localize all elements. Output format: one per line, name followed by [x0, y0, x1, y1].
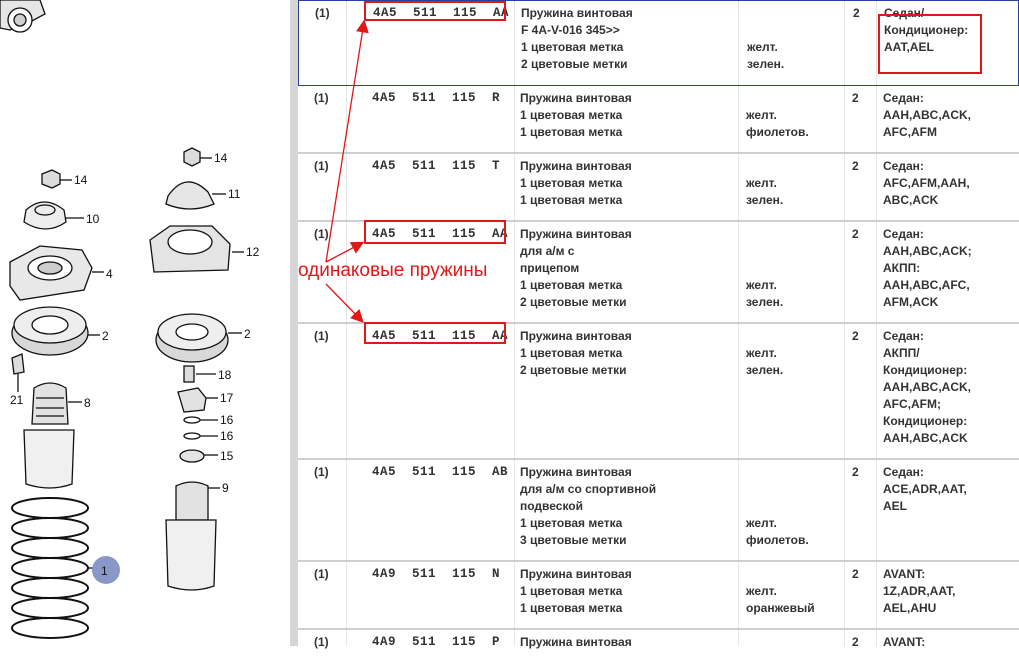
highlight-box-part-1 — [364, 1, 506, 21]
pos-cell: (1) — [315, 6, 330, 20]
annotation-label: одинаковые пружины — [298, 260, 488, 281]
qty-cell: 2 — [852, 567, 859, 581]
callout-4: 4 — [106, 267, 113, 281]
table-row[interactable]: (1) 4A9 511 115 P Пружина винтовая 2 AVA… — [298, 630, 1019, 660]
color-cell: желт. оранжевый — [746, 584, 815, 615]
part-number-cell: 4A5 511 115 R — [372, 91, 501, 105]
color-cell: желт. зелен. — [746, 278, 784, 309]
callout-8: 8 — [84, 396, 91, 410]
callout-11: 11 — [228, 187, 241, 201]
table-row[interactable]: (1) 4A5 511 115 AB Пружина винтовая для … — [298, 460, 1019, 562]
part-number-cell: 4A9 511 115 N — [372, 567, 501, 581]
callout-9: 9 — [222, 481, 229, 495]
part-number-cell: 4A5 511 115 AA — [372, 227, 509, 241]
part-number-cell: 4A5 511 115 T — [372, 159, 501, 173]
color-cell: желт. зелен. — [746, 346, 784, 377]
applicability-cell: Седан/ Кондиционер: AAT,AEL — [884, 6, 969, 54]
applicability-cell: Седан: AFC,AFM,AAH, ABC,ACK — [883, 159, 970, 207]
highlight-box-part-3 — [364, 322, 506, 344]
qty-cell: 2 — [852, 635, 859, 649]
color-cell: желт. фиолетов. — [746, 516, 809, 547]
callout-18: 18 — [218, 368, 232, 382]
callout-15: 15 — [220, 449, 234, 463]
part-number-cell: 4A5 511 115 AA — [372, 329, 509, 343]
qty-cell: 2 — [852, 91, 859, 105]
qty-cell: 2 — [852, 465, 859, 479]
parts-table: (1) 4A5 511 115 AA Пружина винтовая F 4A… — [298, 0, 1019, 649]
applicability-cell: AVANT: — [883, 635, 926, 649]
color-cell: желт. фиолетов. — [746, 108, 809, 139]
qty-cell: 2 — [853, 6, 860, 20]
description-cell: Пружина винтовая для а/м со спортивной п… — [520, 465, 657, 547]
qty-cell: 2 — [852, 159, 859, 173]
callout-14a: 14 — [74, 173, 88, 187]
table-row[interactable]: (1) 4A5 511 115 R Пружина винтовая 1 цве… — [298, 86, 1019, 154]
callout-12: 12 — [246, 245, 260, 259]
callout-14b: 14 — [214, 151, 228, 165]
pane-divider[interactable] — [290, 0, 298, 646]
part-number-cell: 4A9 511 115 P — [372, 635, 501, 649]
table-row[interactable]: (1) 4A9 511 115 N Пружина винтовая 1 цве… — [298, 562, 1019, 630]
pos-cell: (1) — [314, 567, 329, 581]
description-cell: Пружина винтовая F 4A-V-016 345>> 1 цвет… — [521, 6, 633, 71]
pos-cell: (1) — [314, 635, 329, 649]
callout-21: 21 — [10, 393, 24, 407]
callout-17: 17 — [220, 391, 234, 405]
description-cell: Пружина винтовая 1 цветовая метка 1 цвет… — [520, 567, 632, 615]
applicability-cell: AVANT: 1Z,ADR,AAT, AEL,AHU — [883, 567, 956, 615]
part-number-cell: 4A5 511 115 AB — [372, 465, 509, 479]
color-cell: желт. зелен. — [746, 176, 784, 207]
description-cell: Пружина винтовая для а/м с прицепом 1 цв… — [520, 227, 632, 309]
table-row[interactable]: (1) 4A5 511 115 T Пружина винтовая 1 цве… — [298, 154, 1019, 222]
callout-1: 1 — [101, 564, 108, 578]
description-cell: Пружина винтовая 1 цветовая метка 2 цвет… — [520, 329, 632, 377]
qty-cell: 2 — [852, 329, 859, 343]
table-row[interactable]: (1) 4A5 511 115 AA Пружина винтовая 1 цв… — [298, 324, 1019, 460]
pos-cell: (1) — [314, 91, 329, 105]
table-row[interactable]: (1) 4A5 511 115 AA Пружина винтовая F 4A… — [298, 0, 1019, 86]
applicability-cell: Седан: АКПП/ Кондиционер: AAH,ABC,ACK, A… — [883, 329, 971, 445]
description-cell: Пружина винтовая 1 цветовая метка 1 цвет… — [520, 91, 632, 139]
pos-cell: (1) — [314, 465, 329, 479]
pos-cell: (1) — [314, 159, 329, 173]
pos-cell: (1) — [314, 227, 329, 241]
color-cell: желт. зелен. — [747, 40, 785, 71]
description-cell: Пружина винтовая 1 цветовая метка 1 цвет… — [520, 159, 632, 207]
highlight-box-part-2 — [364, 220, 506, 244]
callout-16b: 16 — [220, 429, 234, 443]
description-cell: Пружина винтовая — [520, 635, 632, 649]
parts-diagram: 14 10 4 2 21 8 1 14 11 12 2 18 17 16 16 … — [0, 0, 290, 646]
suspension-exploded-view: 14 10 4 2 21 8 1 14 11 12 2 18 17 16 16 … — [0, 0, 260, 639]
table-row[interactable]: (1) 4A5 511 115 AA Пружина винтовая для … — [298, 222, 1019, 324]
pos-cell: (1) — [314, 329, 329, 343]
callout-2a: 2 — [102, 329, 109, 343]
callout-16a: 16 — [220, 413, 234, 427]
applicability-cell: Седан: AAH,ABC,ACK; АКПП: AAH,ABC,AFC, A… — [883, 227, 972, 309]
qty-cell: 2 — [852, 227, 859, 241]
callout-10: 10 — [86, 212, 100, 226]
highlight-box-applicability — [878, 14, 982, 74]
applicability-cell: Седан: AAH,ABC,ACK, AFC,AFM — [883, 91, 971, 139]
callout-2b: 2 — [244, 327, 251, 341]
applicability-cell: Седан: ACE,ADR,AAT, AEL — [883, 465, 967, 513]
